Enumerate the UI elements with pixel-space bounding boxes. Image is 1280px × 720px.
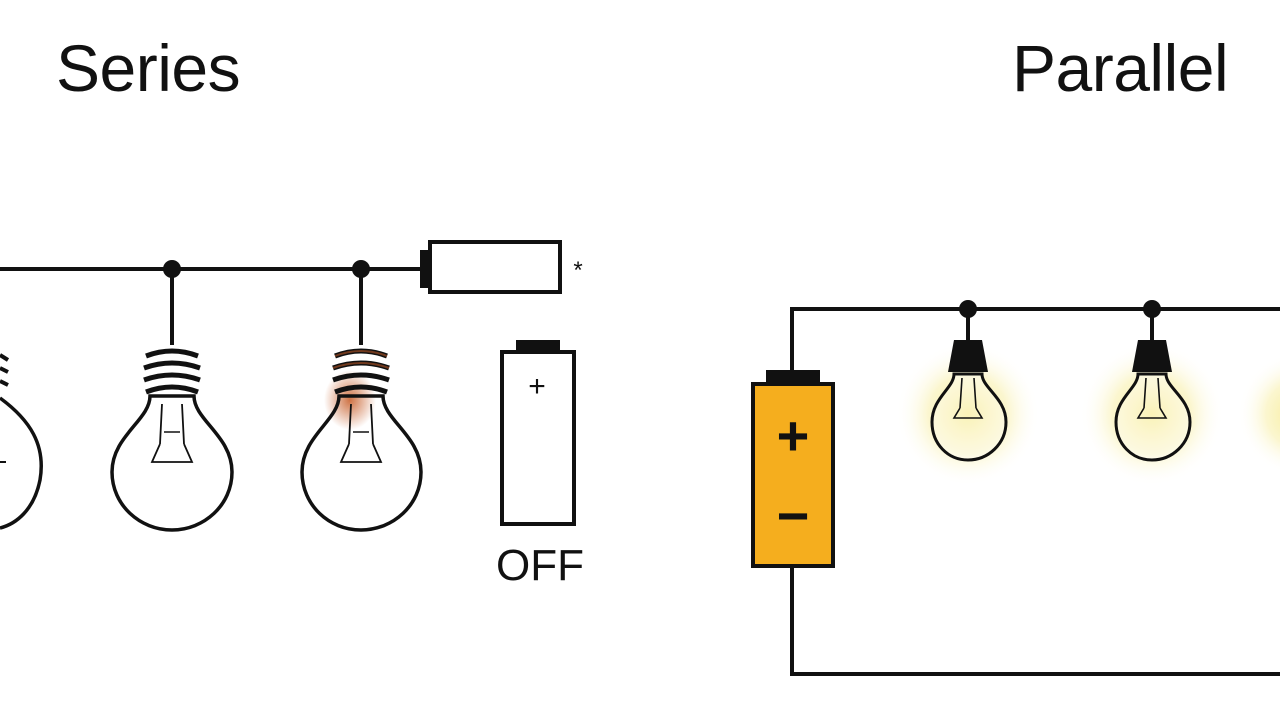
parallel-glow-1: [896, 342, 1040, 486]
parallel-battery-minus: −: [777, 484, 810, 547]
parallel-battery: [751, 370, 835, 568]
series-bulb-partial: [0, 353, 43, 530]
parallel-glow-2: [1080, 342, 1224, 486]
parallel-glow-3: [1238, 355, 1280, 473]
switch-state-label: OFF: [496, 541, 584, 590]
parallel-battery-plus: +: [777, 404, 810, 467]
series-circuit: [0, 240, 576, 532]
series-switch: [420, 240, 562, 294]
parallel-bulb-2: [1114, 309, 1192, 462]
series-bulb-1: [110, 269, 234, 532]
series-battery: [500, 340, 576, 526]
parallel-circuit: [751, 300, 1280, 676]
series-battery-plus: +: [528, 370, 546, 403]
parallel-title: Parallel: [1012, 31, 1229, 105]
series-title: Series: [56, 31, 241, 105]
series-bulb-2: [300, 269, 423, 532]
parallel-bottom-wire: [790, 565, 1280, 676]
parallel-bulb-1: [930, 309, 1008, 462]
series-terminal-mark: *: [573, 257, 582, 284]
parallel-top-wire: [790, 307, 1280, 378]
